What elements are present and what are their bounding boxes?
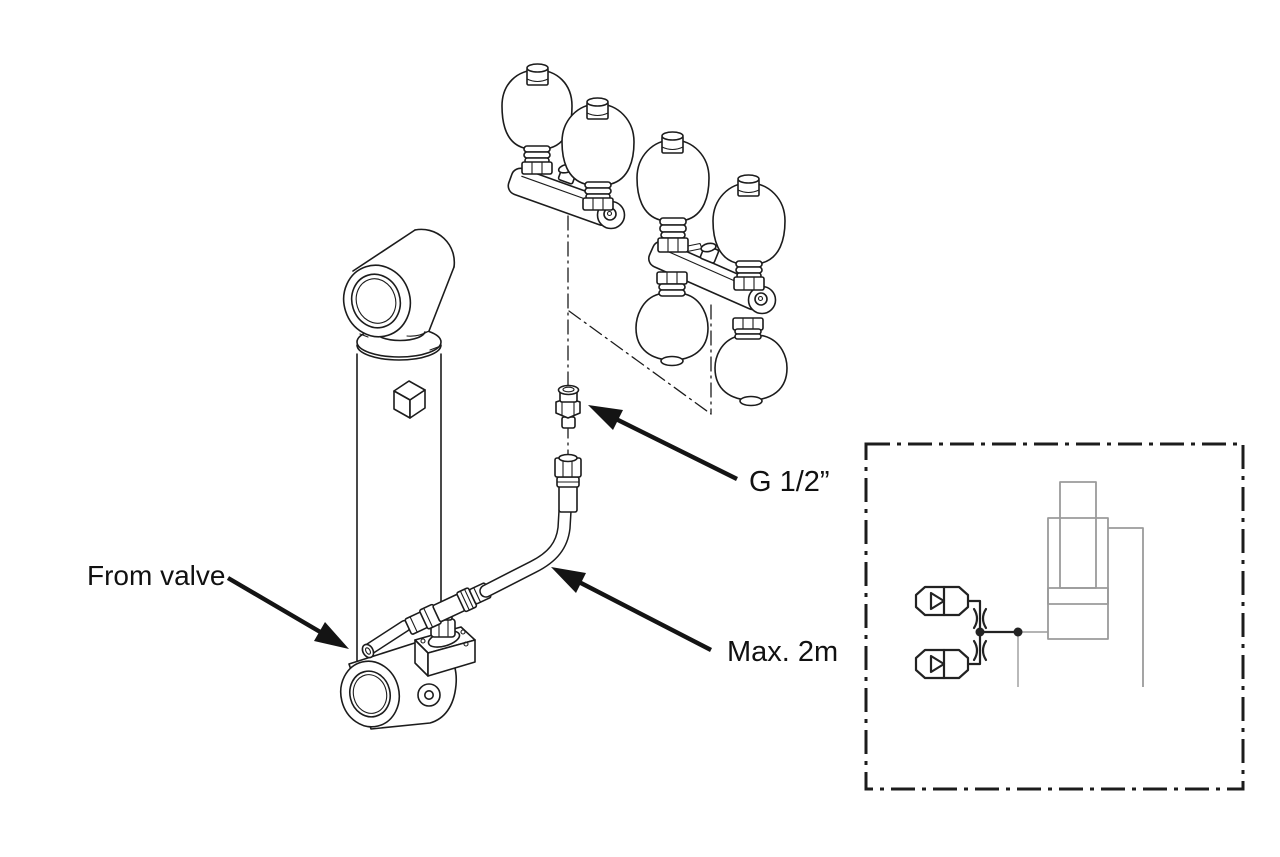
g-half-fitting <box>555 384 581 429</box>
arrow-g-half <box>588 405 738 481</box>
schematic-cylinder-symbol <box>1017 481 1144 687</box>
label-from-valve: From valve <box>87 560 226 591</box>
tube-open-end <box>361 643 375 659</box>
schematic-throttle-1 <box>972 607 988 630</box>
accumulator-1-neck <box>521 145 553 175</box>
schematic-accumulator-symbol-1 <box>914 585 970 617</box>
accumulator-3-neck <box>657 217 689 253</box>
hydraulic-cylinder <box>339 228 492 730</box>
base-eye-boss <box>417 683 441 707</box>
eye-bore <box>350 273 402 329</box>
accumulator-4 <box>712 174 786 268</box>
breather-plug <box>393 380 426 419</box>
accumulator-manifold-1 <box>501 63 635 230</box>
accumulator-6 <box>714 333 788 407</box>
accumulator-6-neck <box>732 317 764 340</box>
tee-fitting <box>404 582 492 635</box>
accumulator-5 <box>635 291 709 367</box>
schematic-connection-lines <box>966 599 1020 666</box>
inset-border <box>864 442 1245 791</box>
arrow-max-2m <box>551 567 713 652</box>
accumulator-4-neck <box>733 260 765 291</box>
accumulator-5-neck <box>656 271 688 297</box>
accumulator-1 <box>501 63 573 153</box>
rod-eye-cross-tube <box>342 228 456 338</box>
schematic-throttle-2 <box>972 639 988 662</box>
label-g-thread: G 1/2” <box>749 466 830 498</box>
dash-dot-centerlines <box>567 215 712 457</box>
accumulator-3 <box>636 131 710 225</box>
junction-dot-2 <box>1013 627 1023 637</box>
supply-tube <box>361 619 412 659</box>
accumulator-2 <box>561 97 635 189</box>
hose-end-fitting <box>554 453 582 513</box>
accumulator-manifold-2 <box>635 131 788 407</box>
base-eye-bore <box>349 670 391 718</box>
schematic-accumulator-symbol-2 <box>914 648 970 680</box>
hydraulic-hose <box>479 453 582 598</box>
manifold-2-plug <box>699 242 720 264</box>
label-max-length: Max. 2m <box>727 636 839 668</box>
inset-schematic <box>864 442 1245 791</box>
arrow-from-valve <box>226 576 349 649</box>
junction-dot-1 <box>975 627 985 637</box>
accumulator-2-neck <box>582 181 614 211</box>
